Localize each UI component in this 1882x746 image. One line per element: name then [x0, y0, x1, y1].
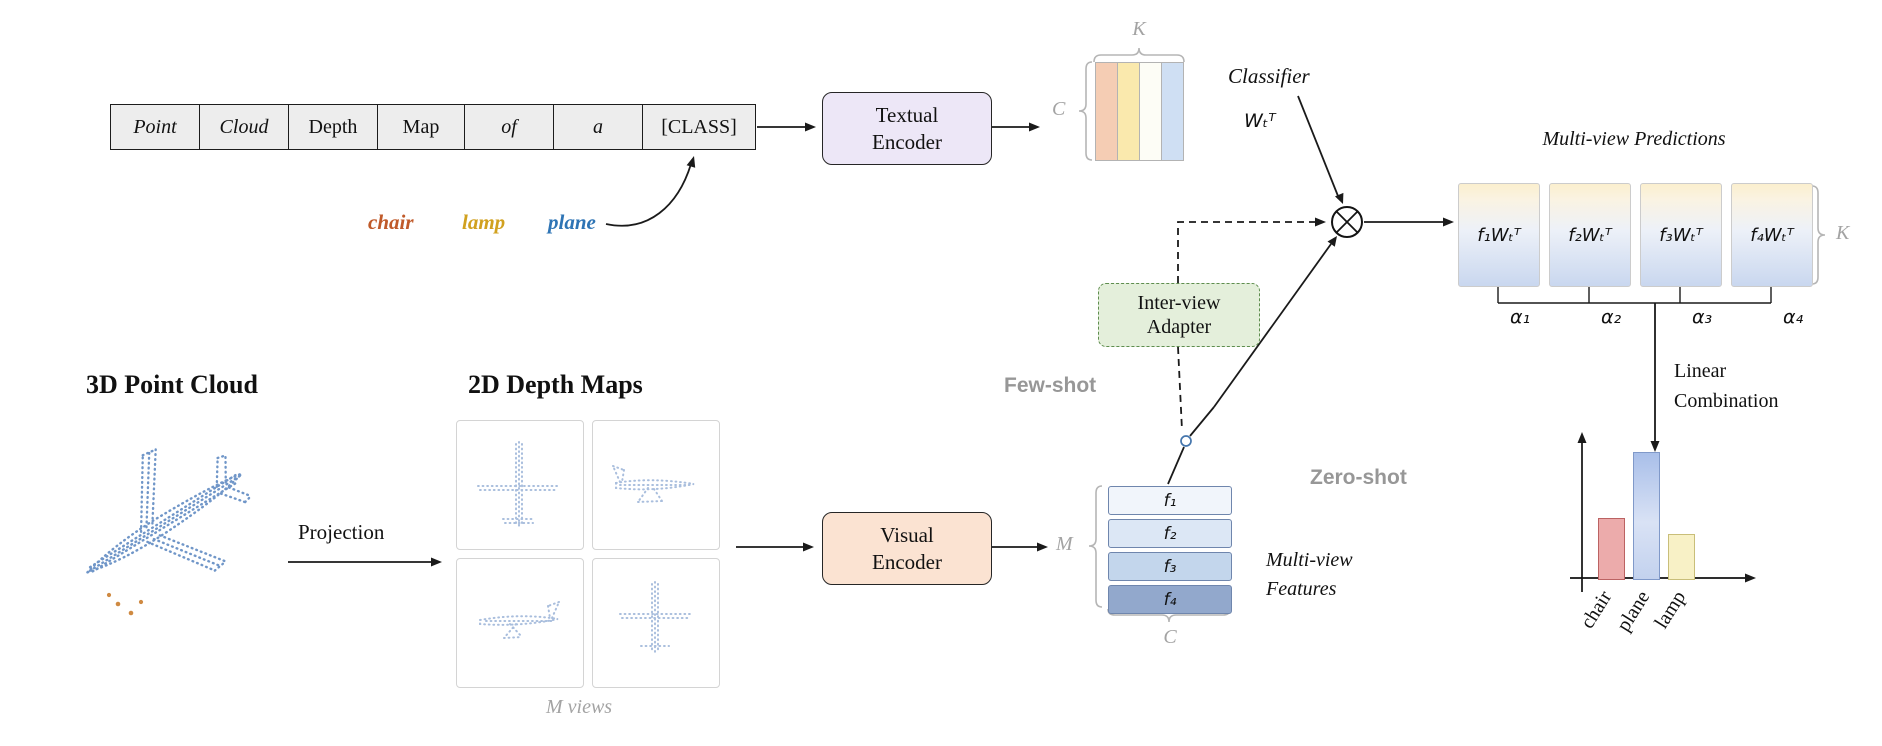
alpha-1: α₁	[1510, 306, 1531, 328]
switch-icon	[1180, 435, 1192, 447]
prediction-box-3: f₃Wₜᵀ	[1640, 183, 1722, 287]
classifier-feature-bars	[1095, 62, 1184, 161]
inter-view-adapter-label: Inter-view Adapter	[1137, 292, 1221, 338]
depth-maps-title: 2D Depth Maps	[468, 370, 643, 399]
dashed-adapter-path	[1177, 217, 1326, 431]
prompt-cell-point: Point	[111, 105, 200, 149]
arrow-otimes-to-predictions	[1364, 217, 1454, 227]
brace-m-left-features	[1088, 485, 1103, 608]
classifier-weight-label: Wₜᵀ	[1244, 110, 1276, 132]
arrow-linear-combination	[1650, 303, 1660, 452]
m-views-caption: M views	[546, 696, 613, 718]
point-cloud-title: 3D Point Cloud	[86, 370, 258, 399]
projection-label: Projection	[298, 520, 385, 544]
arrow-table-to-textual-encoder	[757, 122, 816, 132]
chart-label-plane: plane	[1613, 587, 1655, 635]
class-word-lamp: lamp	[462, 210, 506, 234]
point-cloud-accent-dots	[106, 592, 144, 616]
textual-encoder-label: Textual Encoder	[872, 103, 942, 154]
prompt-table: Point Cloud Depth Map of a [CLASS]	[110, 104, 756, 150]
linear-combination-label: Linear Combination	[1674, 360, 1779, 412]
dim-label-k-top: K	[1132, 18, 1146, 40]
prompt-cell-of: of	[465, 105, 554, 149]
arrow-textual-encoder-to-classifier	[992, 122, 1040, 132]
depth-map-frame-1	[456, 420, 584, 550]
feature-bar-f4: f₄	[1108, 585, 1232, 614]
prompt-cell-a: a	[554, 105, 643, 149]
feature-bar-f3: f₃	[1108, 552, 1232, 581]
brace-k-right-predictions	[1811, 185, 1826, 285]
brace-k-top-classifier	[1093, 47, 1185, 63]
depth-map-plane-top-right	[612, 465, 695, 503]
dim-label-c-classifier: C	[1052, 98, 1066, 120]
dim-label-m-features: M	[1056, 533, 1073, 555]
depth-map-plane-bottom-left	[479, 601, 560, 639]
multi-view-feature-stack: f₁ f₂ f₃ f₄	[1108, 486, 1232, 618]
arrow-projection	[288, 557, 442, 567]
textual-encoder-box: Textual Encoder	[822, 92, 992, 165]
zero-shot-label: Zero-shot	[1310, 466, 1407, 489]
multi-view-predictions-title: Multi-view Predictions	[1542, 128, 1726, 150]
depth-map-frame-2	[592, 420, 720, 550]
alpha-2: α₂	[1601, 306, 1622, 328]
prediction-box-2: f₂Wₜᵀ	[1549, 183, 1631, 287]
otimes-icon	[1331, 206, 1363, 238]
alpha-4: α₄	[1783, 306, 1804, 328]
arrow-class-to-prompt	[605, 156, 696, 227]
arrow-visual-encoder-to-features	[992, 542, 1048, 552]
dim-label-k-predictions: K	[1836, 222, 1850, 244]
prediction-box-1: f₁Wₜᵀ	[1458, 183, 1540, 287]
chart-bar-lamp	[1668, 534, 1695, 580]
visual-encoder-label: Visual Encoder	[872, 523, 942, 574]
depth-map-plane-bottom-right	[619, 581, 691, 655]
brace-c-bottom-features	[1107, 608, 1231, 623]
class-word-chair: chair	[368, 210, 414, 234]
dim-label-c-features: C	[1163, 626, 1177, 648]
arrow-depthmaps-to-visual-encoder	[736, 542, 814, 552]
brace-c-left-classifier	[1078, 61, 1093, 161]
prompt-cell-map: Map	[378, 105, 465, 149]
feature-bar-f1: f₁	[1108, 486, 1232, 515]
visual-encoder-box: Visual Encoder	[822, 512, 992, 585]
chart-bar-chair	[1598, 518, 1625, 580]
arrow-zero-shot-to-otimes	[1167, 236, 1337, 485]
depth-map-frame-4	[592, 558, 720, 688]
classifier-title: Classifier	[1228, 64, 1310, 88]
chart-label-lamp: lamp	[1650, 587, 1690, 633]
prompt-cell-class: [CLASS]	[643, 105, 755, 149]
inter-view-adapter-box: Inter-view Adapter	[1098, 283, 1260, 347]
multi-view-features-caption: Multi-view Features	[1266, 549, 1353, 600]
classifier-bar-1	[1095, 62, 1118, 161]
chart-label-chair: chair	[1576, 587, 1616, 633]
prompt-cell-depth: Depth	[289, 105, 378, 149]
prompt-cell-cloud: Cloud	[200, 105, 289, 149]
alpha-3: α₃	[1692, 306, 1713, 328]
class-word-plane: plane	[548, 210, 596, 234]
feature-bar-f2: f₂	[1108, 519, 1232, 548]
few-shot-label: Few-shot	[1004, 374, 1097, 397]
classifier-bar-3	[1139, 62, 1162, 161]
arrow-classifier-to-otimes	[1297, 95, 1344, 204]
chart-bar-plane	[1633, 452, 1660, 580]
classifier-bar-4	[1161, 62, 1184, 161]
prediction-alpha-bracket	[1497, 286, 1772, 304]
classifier-bar-2	[1117, 62, 1140, 161]
point-cloud-plane	[86, 448, 253, 574]
depth-map-frame-3	[456, 558, 584, 688]
depth-map-plane-top-left	[477, 441, 561, 527]
prediction-box-4: f₄Wₜᵀ	[1731, 183, 1813, 287]
